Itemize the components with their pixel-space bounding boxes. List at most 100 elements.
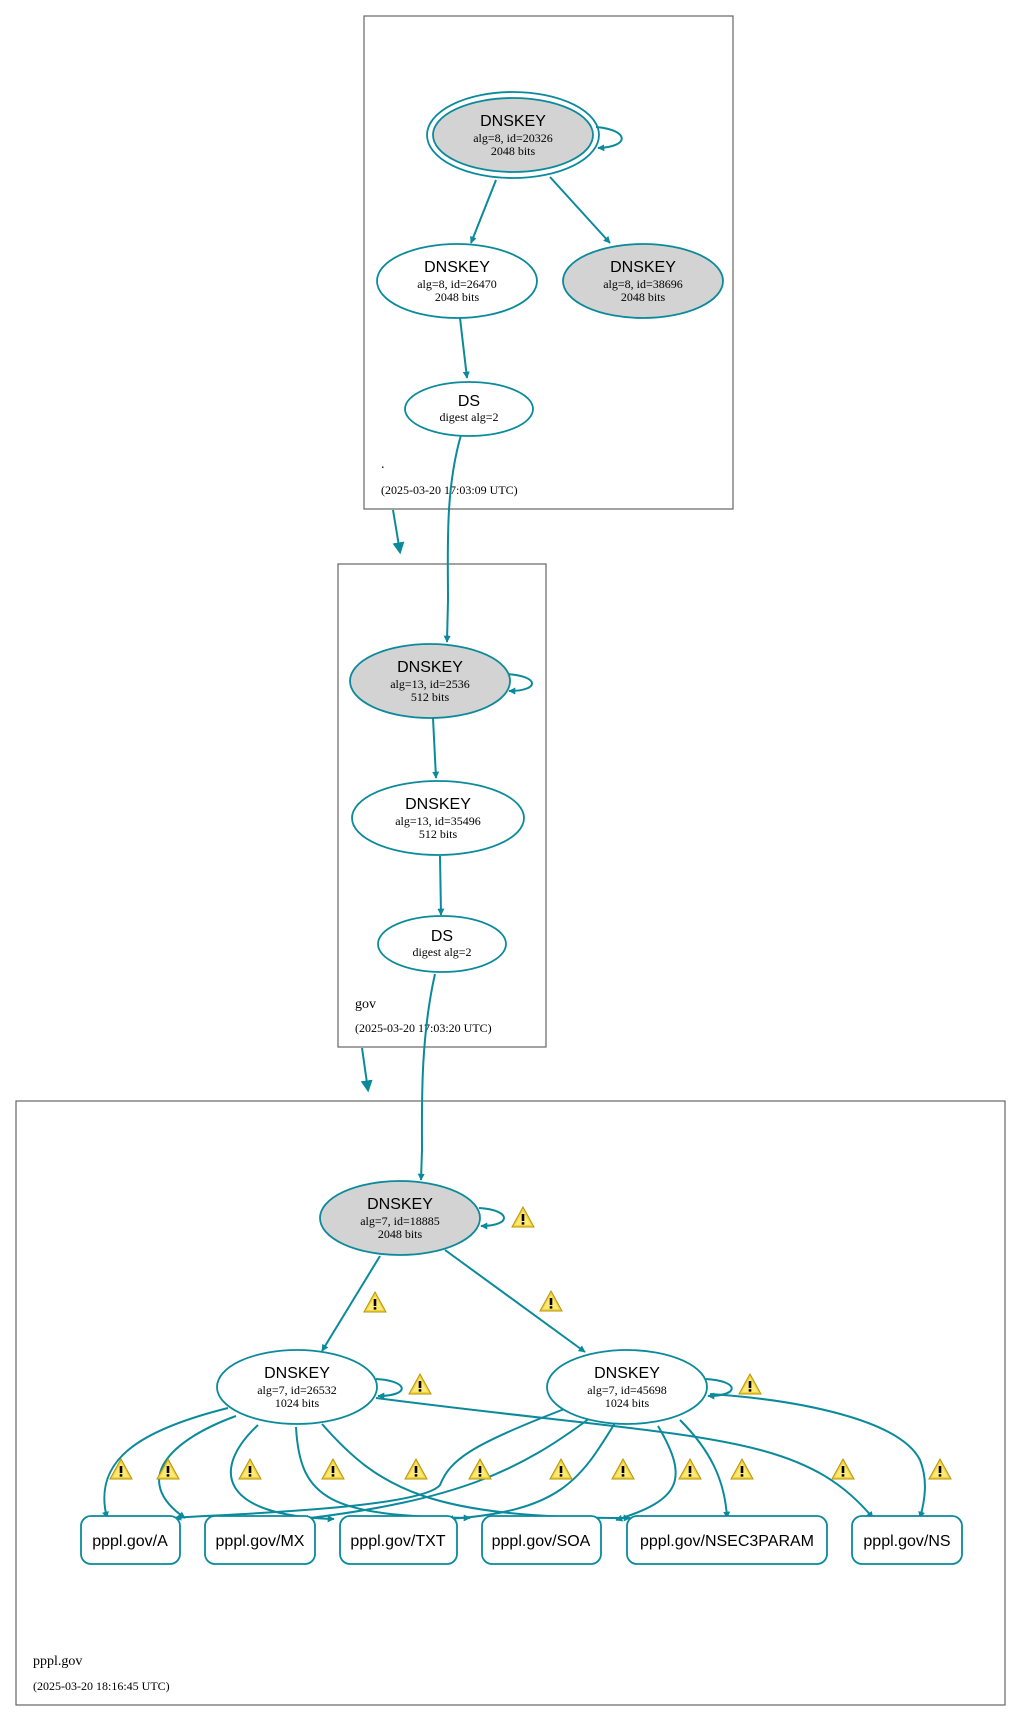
gov-ds-node[interactable]: DS digest alg=2	[377, 915, 507, 973]
node-line: 1024 bits	[605, 1396, 650, 1410]
node-line: alg=8, id=38696	[603, 277, 683, 291]
rrset-label: pppl.gov/NSEC3PARAM	[640, 1533, 814, 1550]
signs-edge	[470, 179, 497, 244]
warnings	[109, 1206, 952, 1480]
node-title: DNSKEY	[610, 259, 676, 276]
node-line: 2048 bits	[435, 290, 480, 304]
ds-to-dnskey-edge	[443, 434, 462, 643]
node-line: alg=8, id=26470	[417, 277, 497, 291]
rrset-label: pppl.gov/A	[92, 1533, 168, 1550]
root-ds-node[interactable]: DS digest alg=2	[404, 381, 534, 437]
node-line: 2048 bits	[378, 1227, 423, 1241]
self-sign-edge	[375, 1378, 403, 1400]
node-line: 1024 bits	[275, 1396, 320, 1410]
self-sign-edge	[705, 1378, 733, 1400]
node-line: alg=7, id=26532	[257, 1383, 337, 1397]
warning-triangle-icon[interactable]	[730, 1458, 754, 1480]
node-line: 512 bits	[419, 827, 458, 841]
signs-edge	[321, 1255, 381, 1352]
warning-triangle-icon[interactable]	[468, 1458, 492, 1480]
zone-pppl-label: pppl.gov	[33, 1654, 82, 1669]
gov-edges	[417, 673, 533, 1181]
root-edges	[443, 126, 623, 643]
gov-zsk-node[interactable]: DNSKEY alg=13, id=35496 512 bits	[351, 780, 525, 856]
warning-triangle-icon[interactable]	[238, 1458, 262, 1480]
warning-triangle-icon[interactable]	[408, 1373, 432, 1395]
node-title: DNSKEY	[367, 1196, 433, 1213]
warning-triangle-icon[interactable]	[404, 1458, 428, 1480]
rrsig-edge	[102, 1407, 229, 1519]
delegation-gov-pppl-arrow	[360, 1047, 373, 1093]
warning-triangle-icon[interactable]	[539, 1290, 563, 1312]
self-sign-edge	[478, 1207, 505, 1230]
warning-triangle-icon[interactable]	[611, 1458, 635, 1480]
signs-edge	[444, 1249, 586, 1353]
rrset-label: pppl.gov/NS	[863, 1533, 950, 1550]
rrset-nsec3param-node[interactable]: pppl.gov/NSEC3PARAM	[626, 1515, 828, 1565]
root-ksk2-node[interactable]: DNSKEY alg=8, id=38696 2048 bits	[562, 243, 724, 319]
node-line: alg=7, id=45698	[587, 1383, 667, 1397]
signs-edge	[549, 176, 611, 244]
node-title: DNSKEY	[594, 1365, 660, 1382]
node-line: alg=8, id=20326	[473, 131, 553, 145]
gov-ksk-node[interactable]: DNSKEY alg=13, id=2536 512 bits	[349, 643, 511, 719]
self-sign-edge	[595, 126, 623, 152]
pppl-ksk-node[interactable]: DNSKEY alg=7, id=18885 2048 bits	[319, 1180, 481, 1256]
rrset-a-node[interactable]: pppl.gov/A	[80, 1515, 181, 1565]
root-ksk-node[interactable]: DNSKEY alg=8, id=20326 2048 bits	[426, 91, 600, 179]
warning-triangle-icon[interactable]	[511, 1206, 535, 1228]
warning-triangle-icon[interactable]	[831, 1458, 855, 1480]
warning-triangle-icon[interactable]	[549, 1458, 573, 1480]
node-title: DS	[458, 393, 480, 410]
rrset-label: pppl.gov/TXT	[350, 1533, 445, 1550]
root-zsk-node[interactable]: DNSKEY alg=8, id=26470 2048 bits	[376, 243, 538, 319]
rrset-label: pppl.gov/SOA	[492, 1533, 591, 1550]
warning-triangle-icon[interactable]	[321, 1458, 345, 1480]
node-title: DS	[431, 928, 453, 945]
warning-triangle-icon[interactable]	[109, 1458, 133, 1480]
ds-to-dnskey-edge	[417, 973, 436, 1181]
node-title: DNSKEY	[397, 659, 463, 676]
signs-edge	[437, 855, 445, 916]
zone-root-label: .	[381, 457, 385, 472]
node-line: alg=13, id=2536	[390, 677, 470, 691]
node-title: DNSKEY	[405, 796, 471, 813]
zone-gov-box	[337, 563, 547, 1048]
warning-triangle-icon[interactable]	[928, 1458, 952, 1480]
rrset-soa-node[interactable]: pppl.gov/SOA	[481, 1515, 602, 1565]
zone-gov-timestamp: (2025-03-20 17:03:20 UTC)	[355, 1021, 492, 1035]
pppl-edges	[102, 1207, 926, 1523]
rrsig-edge	[301, 1417, 591, 1522]
zone-pppl-timestamp: (2025-03-20 18:16:45 UTC)	[33, 1679, 170, 1693]
rrsig-edge	[158, 1415, 237, 1519]
signs-edge	[459, 317, 470, 379]
rrset-ns-node[interactable]: pppl.gov/NS	[851, 1515, 963, 1565]
rrsig-edge	[679, 1419, 731, 1519]
warning-triangle-icon[interactable]	[363, 1291, 387, 1313]
pppl-zsk2-node[interactable]: DNSKEY alg=7, id=45698 1024 bits	[546, 1349, 708, 1425]
zone-root-timestamp: (2025-03-20 17:03:09 UTC)	[381, 483, 518, 497]
warning-triangle-icon[interactable]	[678, 1458, 702, 1480]
pppl-zsk1-node[interactable]: DNSKEY alg=7, id=26532 1024 bits	[216, 1349, 378, 1425]
warning-triangle-icon[interactable]	[738, 1373, 762, 1395]
rrsig-edge	[615, 1425, 677, 1522]
node-line: digest alg=2	[439, 410, 498, 424]
rrsig-edge	[174, 1407, 568, 1521]
rrset-label: pppl.gov/MX	[216, 1533, 305, 1550]
node-line: digest alg=2	[412, 945, 471, 959]
node-line: 512 bits	[411, 690, 450, 704]
node-title: DNSKEY	[264, 1365, 330, 1382]
rrsig-edge	[375, 1397, 874, 1519]
rrset-txt-node[interactable]: pppl.gov/TXT	[339, 1515, 458, 1565]
zone-root-box	[363, 15, 734, 510]
node-line: alg=7, id=18885	[360, 1214, 440, 1228]
node-title: DNSKEY	[480, 113, 546, 130]
zone-gov-label: gov	[355, 997, 376, 1012]
zone-pppl-box	[15, 1100, 1006, 1706]
node-line: 2048 bits	[491, 144, 536, 158]
rrset-mx-node[interactable]: pppl.gov/MX	[204, 1515, 316, 1565]
rrsig-edge	[295, 1426, 471, 1522]
node-title: DNSKEY	[424, 259, 490, 276]
signs-edge	[432, 717, 440, 779]
